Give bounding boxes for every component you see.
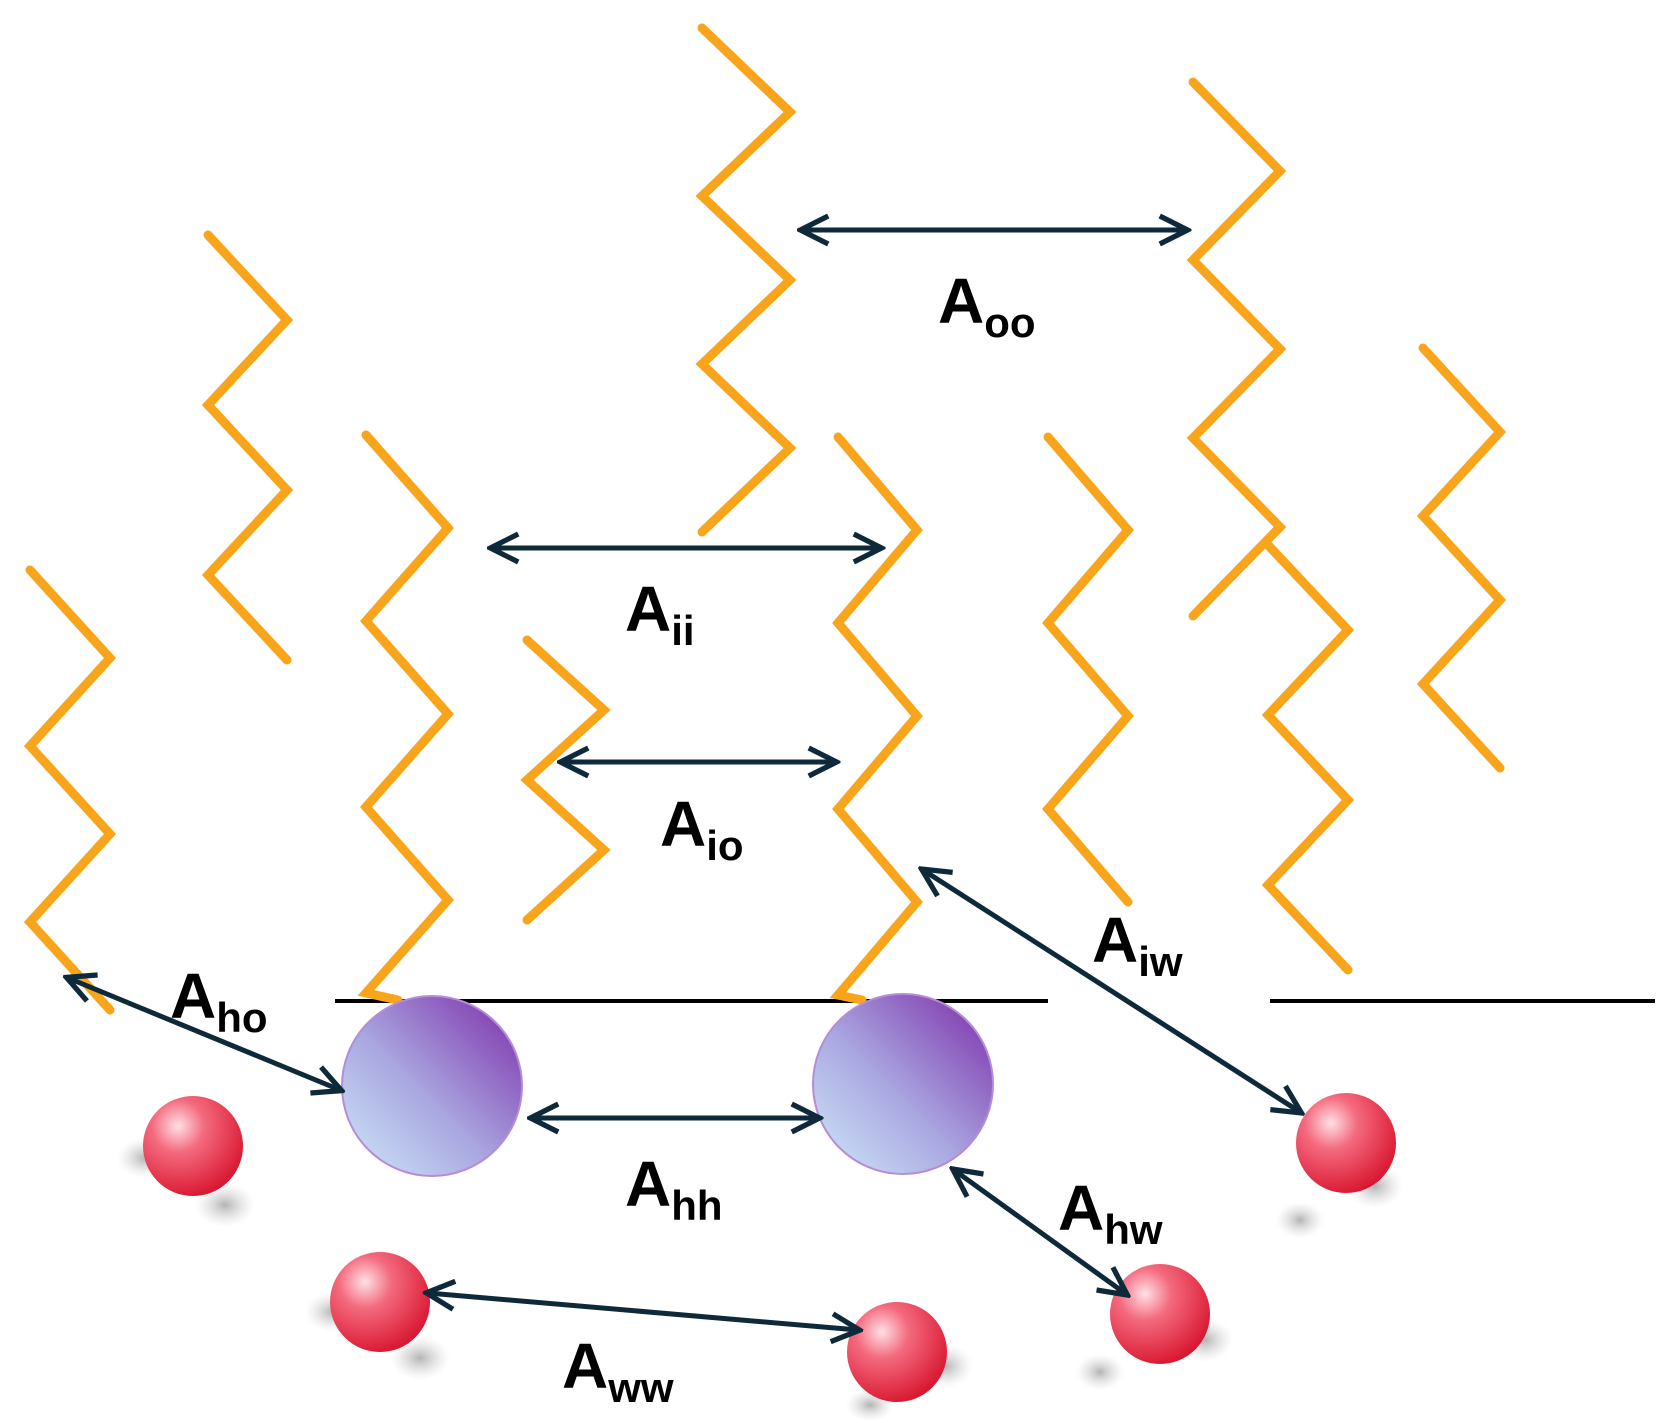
water-molecule bbox=[846, 1302, 973, 1421]
water-molecule bbox=[305, 1252, 450, 1380]
arrow-aww bbox=[428, 1293, 858, 1330]
arrow-ahw bbox=[954, 1170, 1126, 1294]
label-aio: Aio bbox=[660, 788, 744, 869]
alkyl-chain bbox=[520, 635, 611, 925]
label-ahw: Ahw bbox=[1058, 1172, 1163, 1253]
arrow-aiw bbox=[923, 870, 1300, 1112]
arrow-aho bbox=[68, 978, 340, 1090]
water-molecules bbox=[117, 1093, 1403, 1421]
head-group-sphere bbox=[812, 993, 994, 1175]
label-aoo: Aoo bbox=[938, 265, 1036, 346]
water-molecule bbox=[1076, 1264, 1233, 1390]
alkyl-chain bbox=[829, 432, 923, 1005]
interaction-labels: Aoo Aii Aio Aiw Aho Ahh Ahw Aww bbox=[170, 265, 1183, 1411]
alkyl-chain bbox=[201, 230, 294, 665]
water-molecule bbox=[1276, 1093, 1403, 1238]
alkyl-chain bbox=[1042, 432, 1134, 907]
alkyl-chain bbox=[1416, 343, 1507, 773]
label-aho: Aho bbox=[170, 960, 268, 1041]
alkyl-chain bbox=[1186, 77, 1287, 621]
alkyl-chain bbox=[695, 23, 797, 537]
alkyl-chain bbox=[1261, 540, 1355, 975]
head-group-sphere bbox=[341, 995, 523, 1177]
water-molecule bbox=[117, 1096, 255, 1227]
interaction-arrows bbox=[68, 230, 1300, 1330]
label-aii: Aii bbox=[625, 573, 695, 654]
alkyl-chain bbox=[23, 565, 117, 1015]
label-ahh: Ahh bbox=[625, 1148, 723, 1229]
alkyl-chains bbox=[23, 23, 1507, 1015]
label-aiw: Aiw bbox=[1092, 904, 1183, 985]
label-aww: Aww bbox=[562, 1330, 674, 1411]
alkyl-chain bbox=[357, 430, 454, 1005]
